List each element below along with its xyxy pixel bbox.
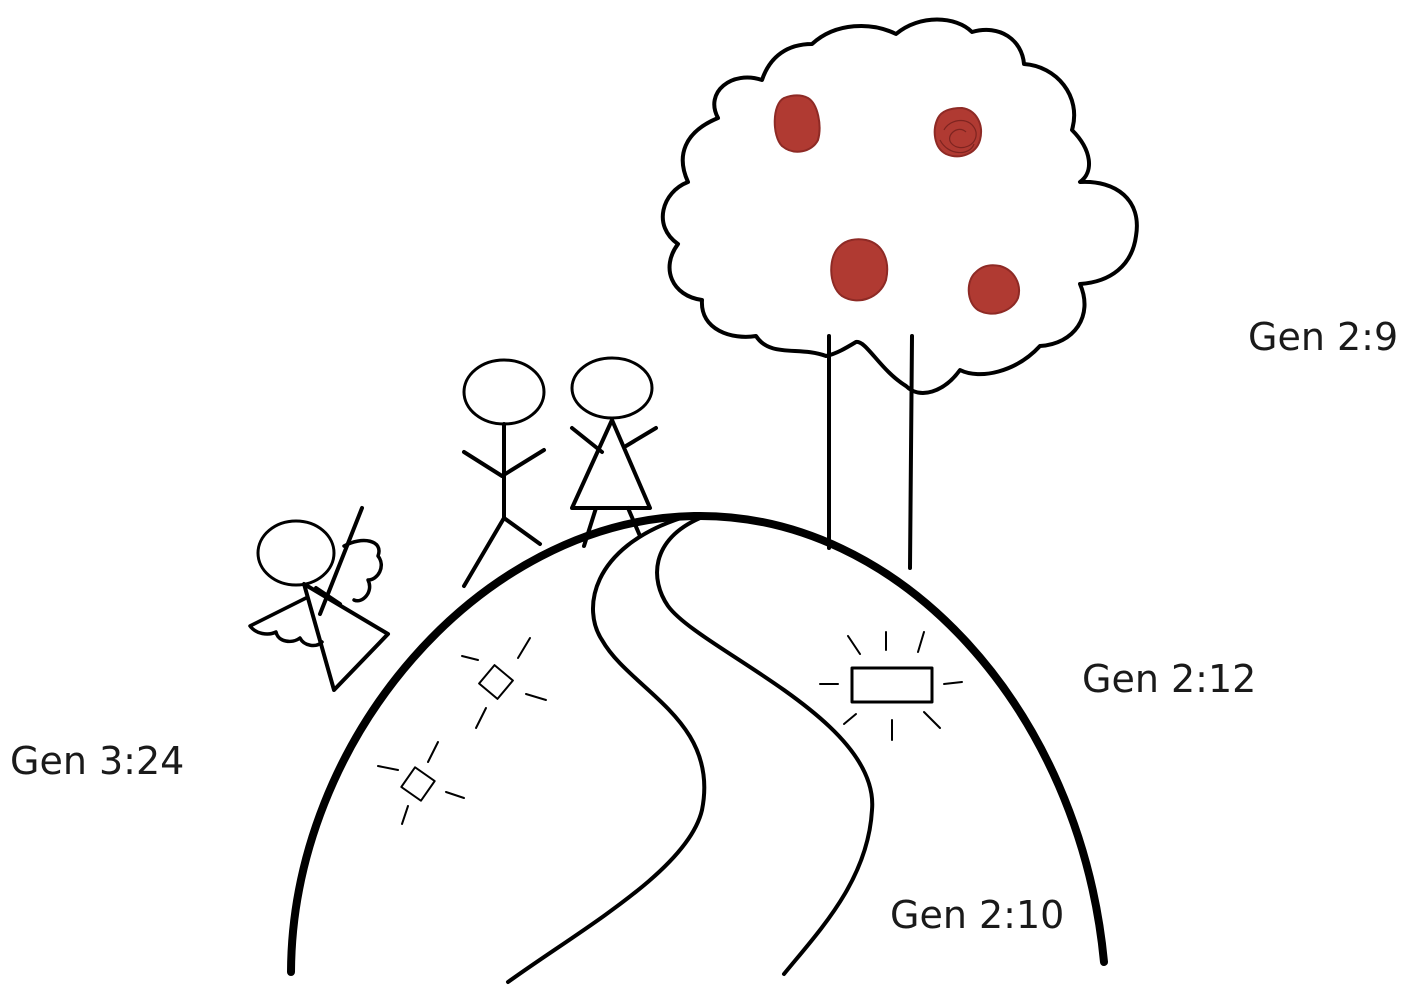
sparkling-gem-icon (378, 742, 464, 824)
angel-with-sword-icon (250, 508, 388, 690)
verse-label-gold: Gen 2:12 (1082, 660, 1256, 698)
gold-bar-icon (820, 632, 962, 740)
apple-icon (831, 239, 887, 300)
verse-label-river: Gen 2:10 (890, 896, 1064, 934)
river-icon (508, 518, 872, 982)
apple-icon (935, 108, 981, 156)
tree-fruits (775, 95, 1019, 313)
stick-figure-man-icon (464, 360, 544, 586)
apple-icon (775, 95, 820, 151)
verse-label-tree-of-life: Gen 2:9 (1248, 318, 1398, 356)
apple-icon (969, 265, 1019, 313)
verse-label-cherubim: Gen 3:24 (10, 742, 184, 780)
tree-icon (663, 20, 1137, 569)
sparkling-gem-icon (462, 638, 546, 728)
